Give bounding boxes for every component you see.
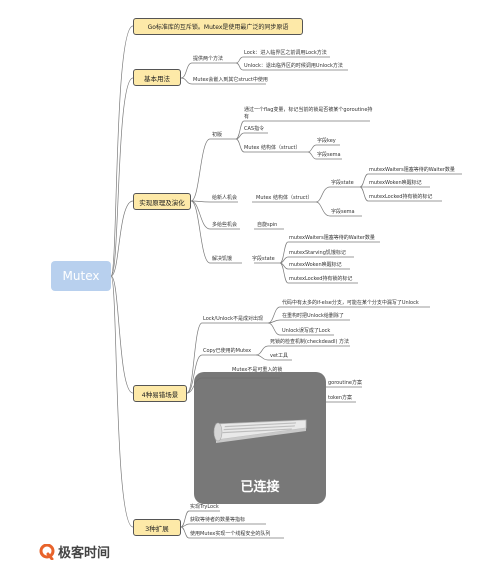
leaf-s1-a: 代码中有太多的if-else分支，可能在某个分支中漏写了Unlock	[282, 300, 419, 306]
leaf-s3: Mutex不是可重入的锁	[232, 367, 283, 373]
leaf-s1: Lock/Unlock不是成对出现	[203, 316, 264, 322]
leaf-v4-starving: mutexStarving饥饿标记	[289, 250, 346, 256]
leaf-v4-state: 字段state	[252, 256, 275, 262]
leaf-embed: Mutex会嵌入到其它struct中使用	[193, 77, 268, 83]
leaf-s3-b: token方案	[328, 395, 352, 401]
leaf-v2-struct: Mutex 结构体（struct）	[256, 195, 313, 201]
extensions-node: 3种扩展	[133, 519, 181, 536]
leaf-e1: 实现TryLock	[190, 504, 219, 510]
root-node-mutex: Mutex	[51, 261, 111, 291]
basic-usage-node: 基本用法	[133, 69, 181, 86]
leaf-s1-c: Unlock误写成了Lock	[282, 328, 331, 334]
top-note-node: Go标准库的互斥锁。Mutex是使用最广泛的同步原语	[133, 18, 303, 35]
leaf-v1-sema: 字段sema	[317, 152, 341, 158]
leaf-v1-key: 字段key	[317, 138, 336, 144]
leaf-v1-flag: 通过一个flag变量，标记当前的锁是否被某个goroutine持有	[244, 107, 373, 120]
leaf-v1-struct: Mutex 结构体（struct）	[244, 145, 301, 151]
leaf-two-methods: 提供两个方法	[193, 56, 224, 62]
keyboard-connected-overlay: 已连接	[194, 372, 326, 504]
leaf-s2-a: 死锁的检查机制(checkdeadl) 方法	[270, 339, 350, 345]
leaf-v2-locked: mutexLocked持有锁的标记	[369, 194, 433, 200]
leaf-v1: 初版	[212, 132, 223, 138]
leaf-v2-state: 字段state	[331, 180, 354, 186]
leaf-v2-woken: mutexWoken唤醒标记	[369, 180, 422, 186]
connected-caption: 已连接	[240, 480, 280, 495]
leaf-s2: Copy已使用的Mutex	[203, 348, 252, 354]
implementation-node: 实现原理及演化	[133, 193, 191, 210]
leaf-v4-locked: mutexLocked持有锁的标记	[289, 276, 353, 282]
leaf-e2: 获取等待者的数量等指标	[190, 517, 246, 523]
leaf-v4-waiters: mutexWaiters阻塞等待的Waiter数量	[289, 235, 375, 241]
leaf-v2: 给新人机会	[212, 195, 238, 201]
leaf-e3: 使用Mutex实现一个线程安全的队列	[190, 531, 271, 537]
leaf-v4-woken: mutexWoken唤醒标记	[289, 262, 342, 268]
geektime-logo-text: 极客时间	[58, 546, 111, 561]
leaf-unlock: Unlock：退出临界区的时候调用Unlock方法	[244, 63, 343, 69]
leaf-v1-cas: CAS指令	[244, 126, 265, 132]
leaf-lock: Lock：进入临界区之前调用Lock方法	[244, 50, 327, 56]
leaf-s1-b: 在重构时把Unlock给删除了	[282, 313, 344, 319]
pitfalls-node: 4种易错场景	[133, 385, 187, 402]
geektime-logo-icon	[39, 543, 55, 560]
leaf-s2-b: vet工具	[270, 353, 288, 359]
leaf-v3: 多给些机会	[212, 222, 238, 228]
leaf-v3-spin: 自旋spin	[257, 222, 278, 228]
leaf-v2-waiters: mutexWaiters阻塞等待的Waiter数量	[369, 167, 455, 173]
geektime-logo: 极客时间	[39, 542, 110, 561]
leaf-v4: 解决饥饿	[212, 256, 233, 262]
keyboard-icon	[213, 419, 307, 443]
leaf-v2-sema: 字段sema	[331, 209, 355, 215]
leaf-s3-a: goroutine方案	[328, 380, 363, 386]
